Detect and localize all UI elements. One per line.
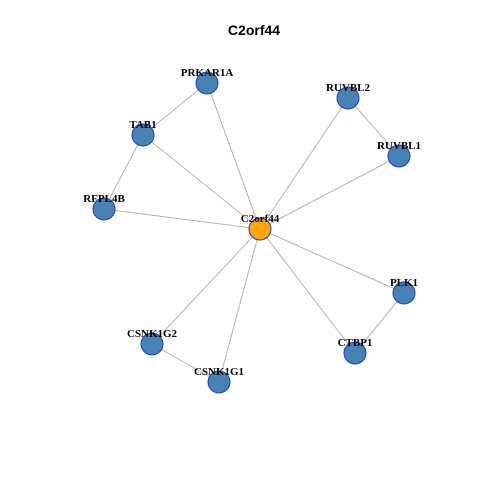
node-circle-ctbp1 — [343, 341, 367, 365]
edge-c2orf44-ruvbl2 — [259, 97, 349, 230]
node-circle-rfpl4b — [92, 197, 116, 221]
node-label-ruvbl1: RUVBL1 — [377, 140, 421, 152]
edge-plk1-ctbp1 — [354, 292, 405, 354]
edge-c2orf44-rfpl4b — [103, 208, 261, 230]
edge-layer — [103, 82, 405, 383]
node-csnk1g2: CSNK1G2 — [127, 328, 178, 356]
edge-c2orf44-csnk1g1 — [218, 228, 261, 383]
edge-csnk1g2-csnk1g1 — [151, 343, 220, 383]
node-circle-ruvbl1 — [387, 144, 411, 168]
node-label-ruvbl2: RUVBL2 — [326, 82, 371, 94]
node-csnk1g1: CSNK1G1 — [194, 366, 244, 394]
node-circle-csnk1g1 — [207, 370, 231, 394]
graph-title: C2orf44 — [228, 22, 280, 38]
node-label-rfpl4b: RFPL4B — [83, 193, 125, 205]
node-label-csnk1g1: CSNK1G1 — [194, 366, 244, 378]
node-circle-csnk1g2 — [140, 332, 164, 356]
node-circle-ruvbl2 — [336, 86, 360, 110]
edge-c2orf44-ctbp1 — [259, 228, 356, 354]
node-label-tab1: TAB1 — [129, 119, 156, 131]
edge-c2orf44-tab1 — [142, 134, 261, 230]
node-ruvbl1: RUVBL1 — [377, 140, 421, 168]
node-label-ctbp1: CTBP1 — [338, 337, 373, 349]
node-ctbp1: CTBP1 — [338, 337, 373, 365]
node-label-plk1: PLK1 — [390, 277, 418, 289]
node-label-csnk1g2: CSNK1G2 — [127, 328, 178, 340]
edge-ruvbl2-ruvbl1 — [347, 97, 400, 157]
edge-c2orf44-csnk1g2 — [151, 228, 261, 345]
node-ruvbl2: RUVBL2 — [326, 82, 371, 110]
node-circle-plk1 — [392, 281, 416, 305]
node-tab1: TAB1 — [129, 119, 157, 147]
node-label-prkar1a: PRKAR1A — [181, 67, 234, 79]
node-c2orf44: C2orf44 — [241, 213, 280, 241]
edge-tab1-rfpl4b — [103, 134, 144, 210]
node-rfpl4b: RFPL4B — [83, 193, 125, 221]
node-circle-tab1 — [131, 123, 155, 147]
edge-c2orf44-prkar1a — [206, 82, 261, 230]
edge-prkar1a-tab1 — [142, 82, 208, 136]
node-label-c2orf44: C2orf44 — [241, 213, 280, 225]
node-prkar1a: PRKAR1A — [181, 67, 234, 95]
node-plk1: PLK1 — [390, 277, 418, 305]
node-circle-prkar1a — [195, 71, 219, 95]
edge-c2orf44-ruvbl1 — [259, 155, 400, 230]
node-circle-c2orf44 — [248, 217, 272, 241]
edge-c2orf44-plk1 — [259, 228, 405, 294]
